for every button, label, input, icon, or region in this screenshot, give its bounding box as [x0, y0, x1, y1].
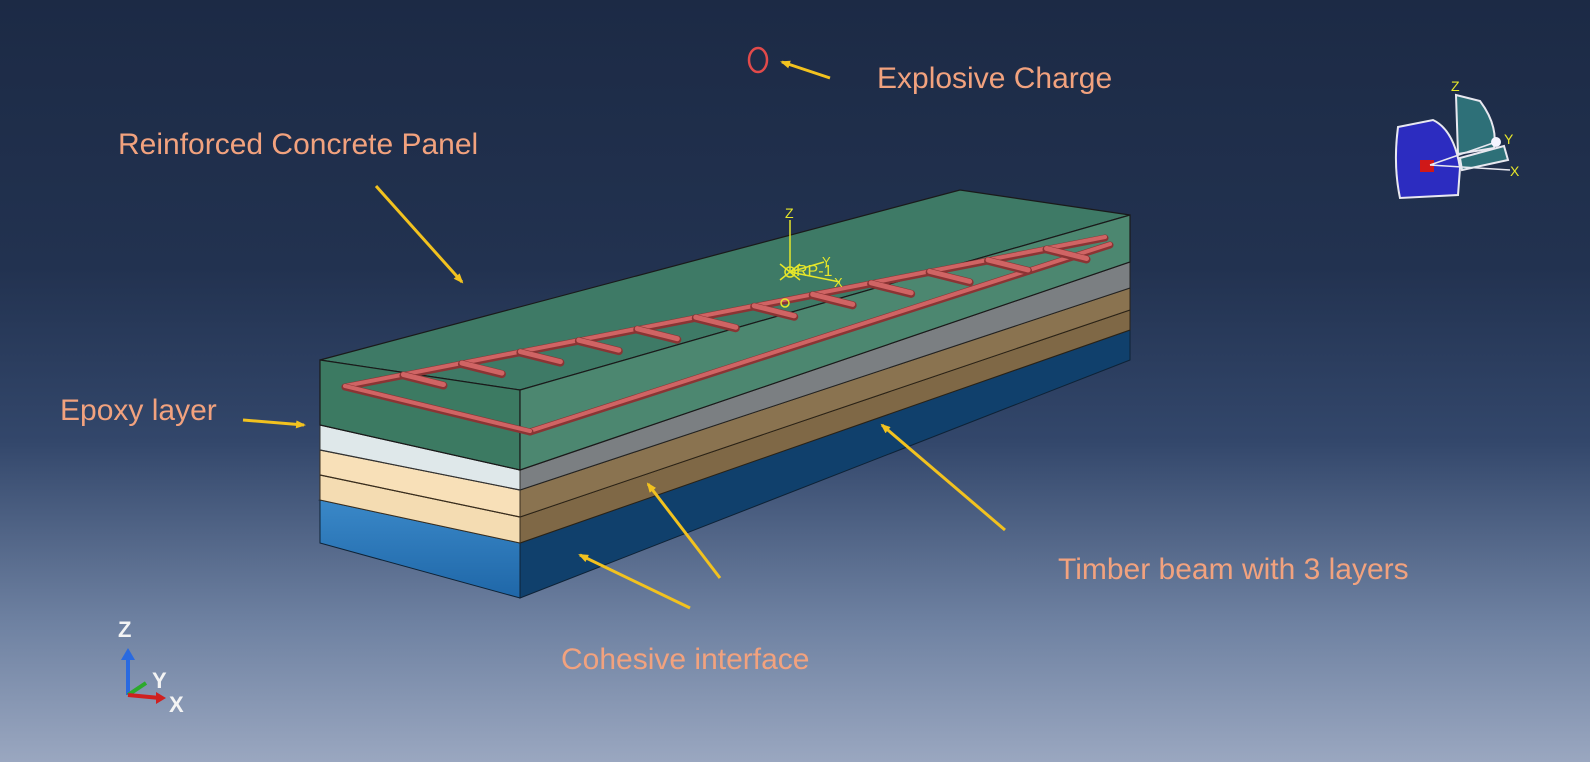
view-cube[interactable]: Z Y X [1394, 78, 1520, 200]
timber-beam-assembly [318, 261, 1131, 599]
rebar-stirrup-highlight [985, 257, 1031, 273]
rebar-stirrup-highlight [400, 372, 446, 388]
label-epoxy-layer: Epoxy layer [60, 394, 217, 427]
view-cube-axis-y: Y [1504, 131, 1514, 147]
arrow-concrete-panel [374, 184, 464, 284]
rebar-stirrup-highlight [927, 268, 973, 284]
rebar-stirrup-highlight [517, 349, 563, 365]
rebar-stirrup-highlight [810, 291, 856, 307]
annotation-arrows [242, 60, 1006, 610]
label-reinforced-concrete-panel: Reinforced Concrete Panel [118, 128, 479, 161]
rp-name: RP-1 [796, 263, 833, 280]
reference-point-triad: Z Y X RP-1 [779, 205, 843, 308]
rebar-stirrup-highlight [634, 326, 680, 342]
rebar-stirrup-highlight [693, 314, 739, 330]
concrete-panel [319, 189, 1131, 471]
triad-label-z: Z [118, 617, 131, 642]
rp-axis-y: Y [822, 254, 831, 269]
view-cube-center [1420, 160, 1434, 172]
triad-label-x: X [169, 692, 184, 717]
rp-point-marker [780, 298, 790, 308]
rebar-stirrup-highlight [576, 337, 622, 353]
view-cube-axis-x: X [1510, 163, 1520, 179]
rp-axis-x: X [834, 275, 843, 290]
triad-axis-y-arrow [126, 681, 148, 697]
explosive-charge-marker[interactable] [747, 46, 769, 74]
arrow-timber-beam [880, 423, 1006, 532]
view-cube-axis-z: Z [1451, 78, 1460, 94]
arrow-explosive-charge [780, 60, 831, 80]
rebar-end-bar-highlight [343, 384, 532, 433]
coordinate-triad: Z Y X [118, 617, 184, 717]
rebar-stirrup-highlight [868, 280, 914, 296]
label-explosive-charge: Explosive Charge [877, 62, 1113, 95]
label-cohesive-interface: Cohesive interface [561, 643, 810, 676]
rebar-longitudinal-front-highlight [528, 242, 1112, 433]
rebar-longitudinal-back-highlight [343, 235, 1107, 388]
rebar-stirrup-highlight [1044, 245, 1090, 261]
arrow-cohesive-interface-upper [646, 482, 722, 579]
arrow-cohesive-interface-lower [578, 553, 691, 610]
triad-label-y: Y [152, 668, 167, 693]
rebar-stirrup-highlight [751, 303, 797, 319]
arrow-epoxy-layer [242, 418, 306, 429]
rebar-stirrup-highlight [459, 360, 505, 376]
triad-axis-x-arrow [127, 693, 161, 700]
rebar-cage [341, 234, 1114, 436]
rp-axis-z: Z [785, 205, 794, 221]
label-timber-beam: Timber beam with 3 layers [1058, 553, 1409, 586]
